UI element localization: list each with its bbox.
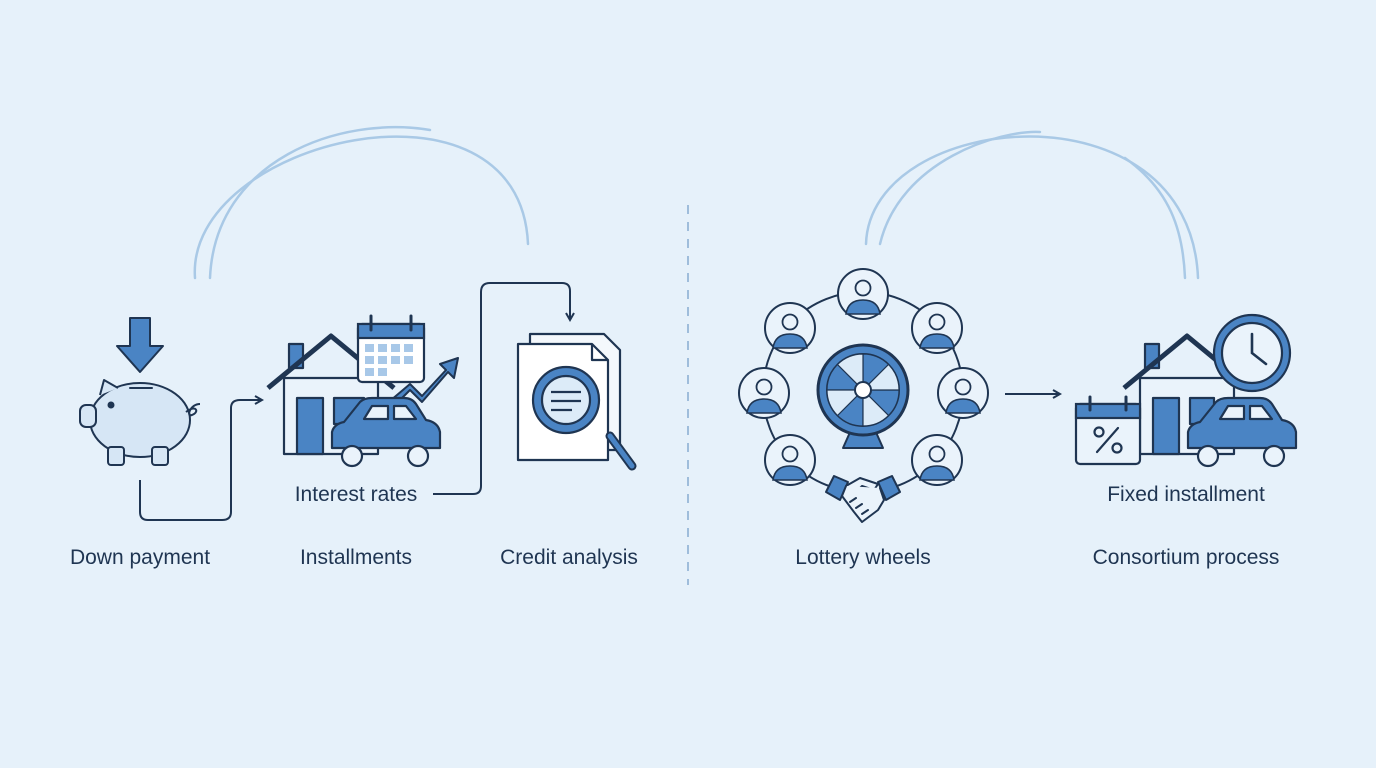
car-icon — [1186, 396, 1298, 468]
piggy-bank-icon — [79, 379, 201, 466]
person-icon — [911, 434, 963, 486]
person-icon — [911, 302, 963, 354]
left-arc-decoration — [193, 126, 530, 280]
connector-downpayment-installments — [139, 400, 262, 521]
person-icon — [937, 367, 989, 419]
prize-wheel-icon — [816, 343, 910, 449]
step-label-consortium-process: Consortium process — [1092, 546, 1280, 569]
step-label-down-payment: Down payment — [69, 546, 211, 569]
step-label-lottery-wheels: Lottery wheels — [795, 546, 931, 569]
sub-label-interest-rates: Interest rates — [294, 483, 418, 506]
connector-interest-credit — [433, 282, 570, 495]
calendar-icon — [356, 314, 426, 384]
car-icon — [330, 396, 442, 468]
right-arc-decoration — [864, 130, 1200, 280]
step-label-credit-analysis: Credit analysis — [500, 546, 638, 569]
handshake-icon — [825, 475, 901, 523]
sub-label-fixed-installment: Fixed installment — [1107, 483, 1265, 506]
document-magnifier-icon — [516, 332, 637, 471]
person-icon — [837, 268, 889, 320]
step-label-installments: Installments — [299, 546, 413, 569]
person-icon — [764, 434, 816, 486]
down-arrow-icon — [116, 317, 164, 373]
clock-icon — [1212, 313, 1292, 393]
person-icon — [764, 302, 816, 354]
person-icon — [738, 367, 790, 419]
percent-calendar-icon — [1074, 395, 1142, 466]
